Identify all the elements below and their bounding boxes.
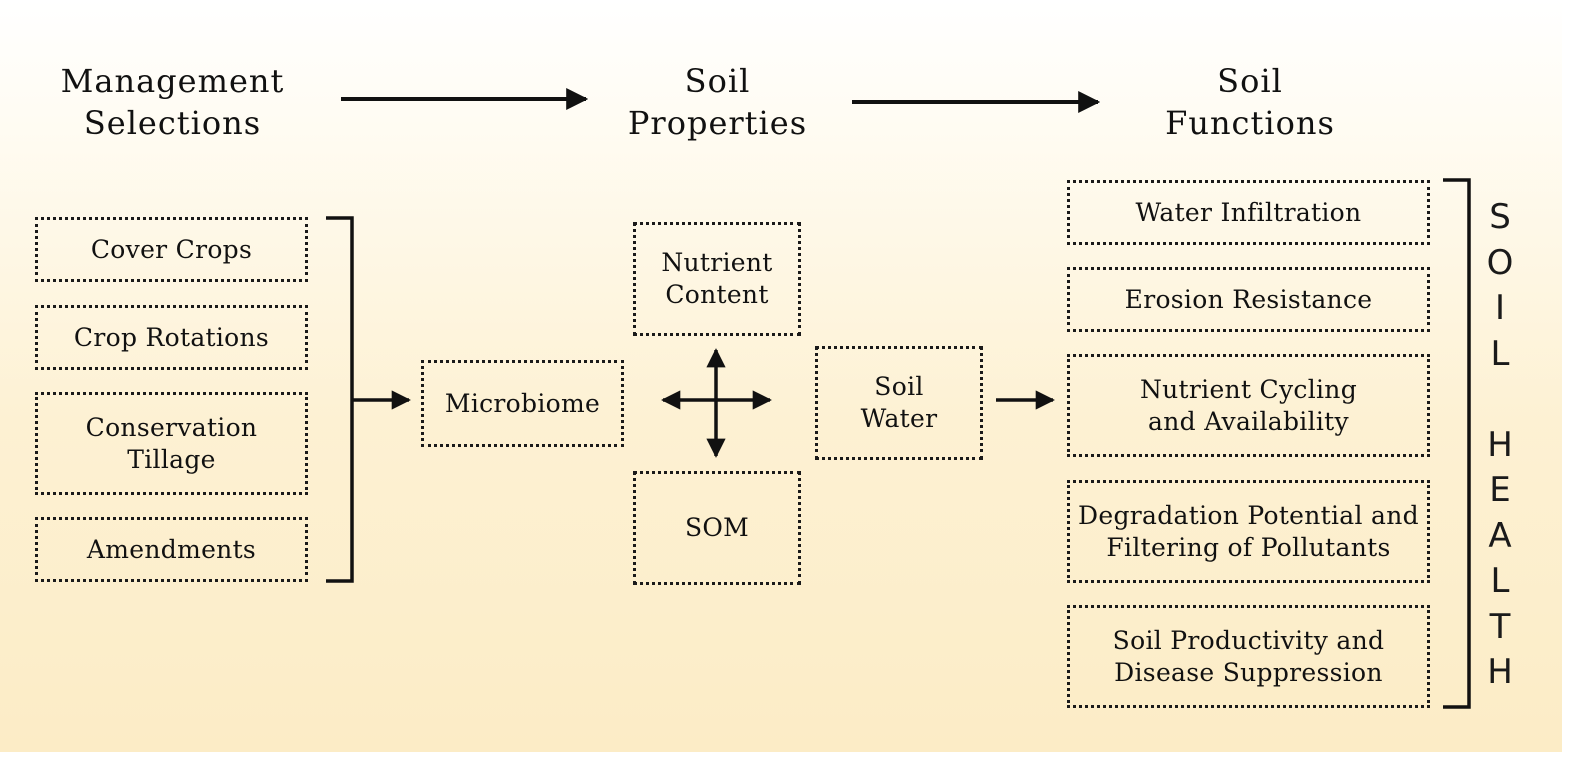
management-box-amendments: Amendments [35,517,308,582]
function-box-water-infiltration: Water Infiltration [1067,180,1430,245]
management-box-conservation-tillage: Conservation Tillage [35,392,308,495]
header-soil-functions: Soil Functions [1165,62,1335,142]
soil-health-label: S O I L H E A L T H [1486,197,1514,692]
property-box-soil-water: Soil Water [815,346,983,460]
four-way-arrow-icon [661,348,772,458]
management-box-cover-crops: Cover Crops [35,217,308,282]
function-box-soil-productivity: Soil Productivity and Disease Suppressio… [1067,605,1430,708]
soil-health-bracket [1443,178,1471,709]
diagram-canvas [0,0,1562,752]
function-box-nutrient-cycling: Nutrient Cycling and Availability [1067,354,1430,457]
management-bracket [326,216,354,583]
header-soil-properties: Soil Properties [627,62,808,142]
function-box-erosion-resistance: Erosion Resistance [1067,267,1430,332]
management-box-crop-rotations: Crop Rotations [35,305,308,370]
header-management-selections: Management Selections [60,62,285,142]
property-box-som: SOM [633,471,801,585]
function-box-degradation-potential: Degradation Potential and Filtering of P… [1067,480,1430,583]
property-box-microbiome: Microbiome [421,360,624,447]
property-box-nutrient-content: Nutrient Content [633,222,801,336]
